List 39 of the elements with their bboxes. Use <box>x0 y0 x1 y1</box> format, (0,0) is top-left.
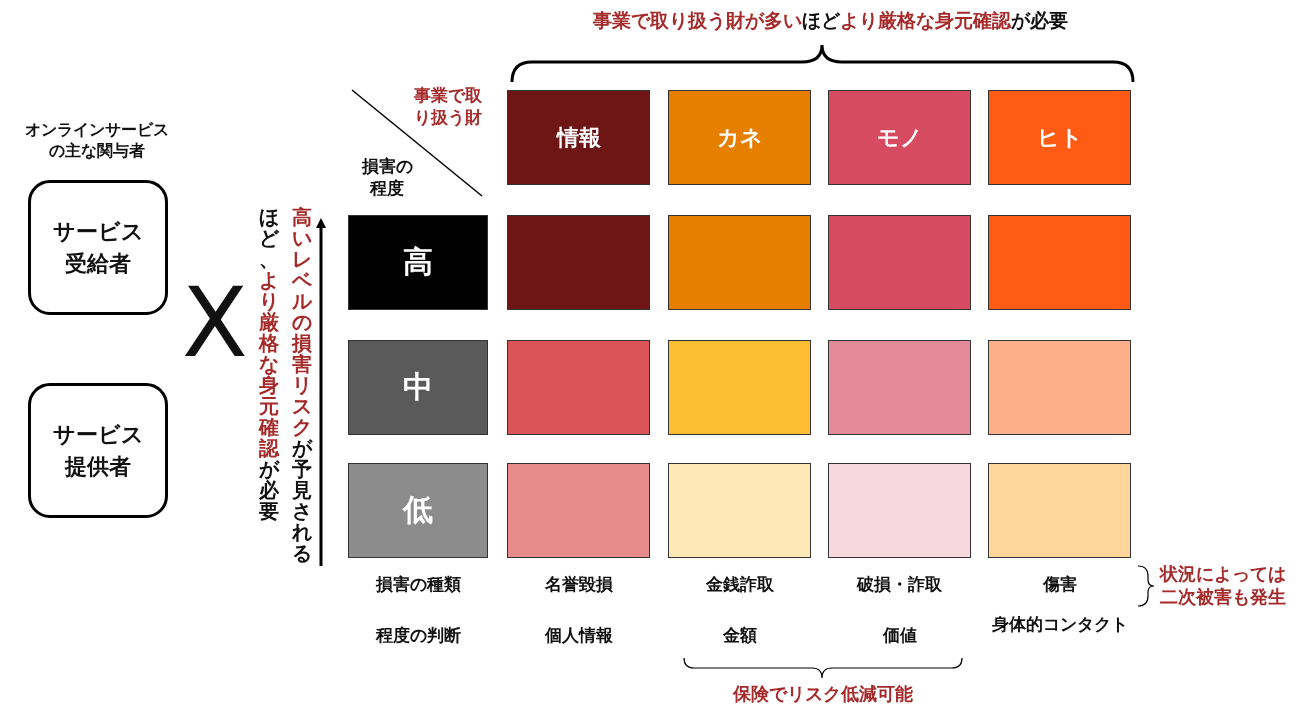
matrix-cell <box>507 463 650 558</box>
matrix-cell <box>668 215 811 310</box>
matrix-cell <box>988 340 1131 435</box>
level-header: 中 <box>348 340 488 435</box>
damage-type: 傷害 <box>1041 573 1078 596</box>
category-header: ヒト <box>988 90 1131 185</box>
matrix-cell <box>988 463 1131 558</box>
multiply-sign: X <box>181 275 249 371</box>
measure-label: 個人情報 <box>543 624 614 647</box>
row-label: 程度の判断 <box>374 624 462 647</box>
axis-label: 損害の程度 <box>360 155 414 200</box>
level-header: 高 <box>348 215 488 310</box>
damage-type: 破損・詐取 <box>855 573 943 596</box>
row-label: 損害の種類 <box>374 573 462 596</box>
matrix-cell <box>668 463 811 558</box>
matrix-cell <box>828 215 971 310</box>
footnote: 保険でリスク低減可能 <box>731 682 914 706</box>
actor-box: サービス提供者 <box>28 383 168 518</box>
column-heading: オンラインサービスの主な関与者 <box>24 120 170 162</box>
category-header: カネ <box>668 90 811 185</box>
matrix-cell <box>828 463 971 558</box>
category-header: 情報 <box>507 90 650 185</box>
heading: 事業で取り扱う財が多いほどより厳格な身元確認が必要 <box>591 8 1069 33</box>
damage-type: 名誉毀損 <box>543 573 614 596</box>
matrix-cell <box>668 340 811 435</box>
matrix-cell <box>507 215 650 310</box>
side-note: 状況によっては二次被害も発生 <box>1158 562 1287 609</box>
category-header: モノ <box>828 90 971 185</box>
damage-type: 金銭詐取 <box>704 573 775 596</box>
level-header: 低 <box>348 463 488 558</box>
matrix-cell <box>988 215 1131 310</box>
measure-label: 価値 <box>881 624 918 647</box>
actor-box: サービス受給者 <box>28 180 168 315</box>
matrix-cell <box>828 340 971 435</box>
matrix-cell <box>507 340 650 435</box>
measure-label: 身体的コンタクト <box>990 614 1129 636</box>
axis-label: 事業で取り扱う財 <box>413 84 482 129</box>
side-note: 高いレベルの損害リスクが予見されるほど、より厳格な身元確認が必要 <box>258 207 312 564</box>
measure-label: 金額 <box>721 624 758 647</box>
